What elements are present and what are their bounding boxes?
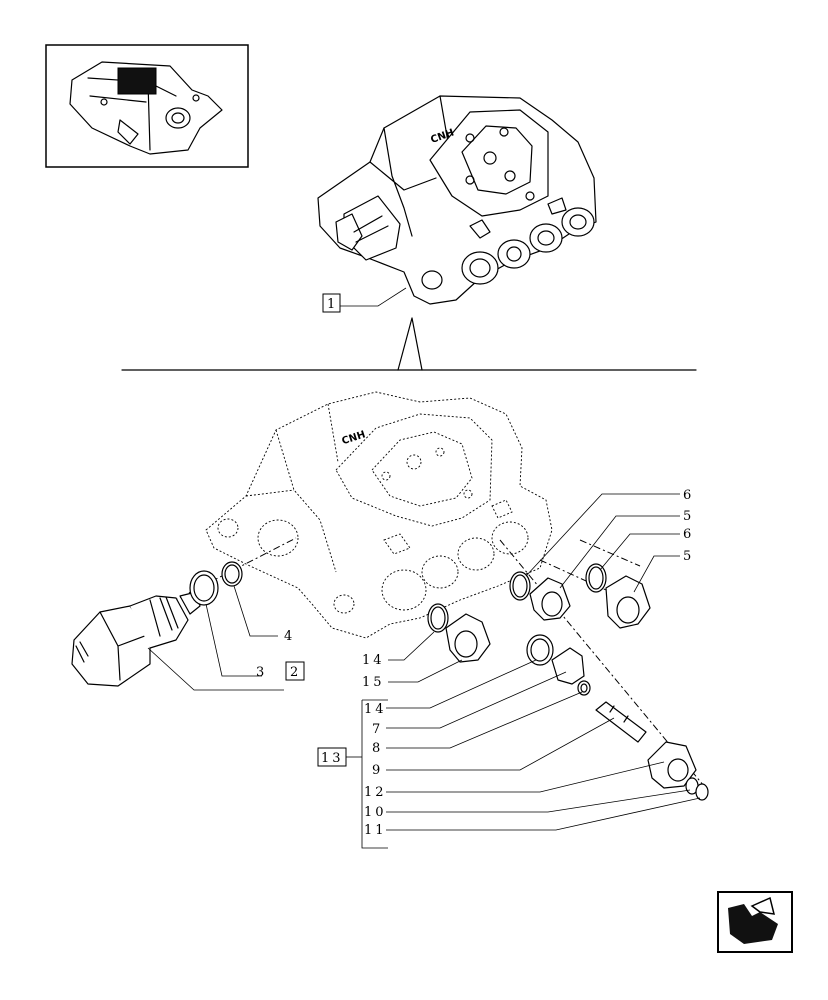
callout-12: 12 bbox=[364, 785, 387, 800]
upper-port-row bbox=[461, 207, 595, 285]
callout-7: 7 bbox=[372, 722, 383, 737]
upper-spool-end bbox=[335, 195, 401, 261]
callout-10: 10 bbox=[364, 805, 387, 820]
group-13-bracket: 13 14 7 8 9 12 10 11 bbox=[317, 659, 701, 849]
port-plug-center bbox=[427, 603, 491, 663]
callout-11: 11 bbox=[364, 823, 387, 838]
callout-2-3-4: 4 3 2 bbox=[147, 585, 305, 691]
label-3: 3 bbox=[256, 665, 267, 680]
label-1: 1 bbox=[327, 297, 338, 312]
callout-15: 15 bbox=[362, 675, 385, 690]
right-callouts: 6 5 6 5 bbox=[525, 488, 694, 593]
thumbnail-valve-icon bbox=[69, 61, 223, 155]
valve-brand-text-exploded: CNH bbox=[341, 429, 367, 447]
port-plugs-right bbox=[509, 563, 651, 629]
spool-assembly bbox=[71, 561, 243, 687]
label-2: 2 bbox=[290, 665, 301, 680]
assembled-valve-body: CNH bbox=[317, 95, 597, 305]
plug-callouts: 14 15 bbox=[362, 631, 463, 690]
callout-8: 8 bbox=[372, 741, 383, 756]
callout-6a: 6 bbox=[683, 488, 694, 503]
label-4: 4 bbox=[284, 629, 295, 644]
callout-1: 1 bbox=[322, 287, 407, 313]
next-page-arrow-icon[interactable] bbox=[717, 891, 793, 953]
callout-5b: 5 bbox=[683, 549, 694, 564]
thumbnail-frame bbox=[45, 44, 249, 168]
exploded-port-row bbox=[381, 521, 529, 611]
callout-14-upper: 14 bbox=[362, 653, 385, 668]
callout-5a: 5 bbox=[683, 509, 694, 524]
check-valve-kit bbox=[526, 634, 709, 801]
label-13: 13 bbox=[321, 751, 344, 766]
callout-14-lower: 14 bbox=[364, 702, 387, 717]
section-divider bbox=[121, 317, 697, 371]
callout-6b: 6 bbox=[683, 527, 694, 542]
exploded-valve-body: CNH bbox=[205, 391, 553, 639]
callout-9: 9 bbox=[372, 763, 383, 778]
